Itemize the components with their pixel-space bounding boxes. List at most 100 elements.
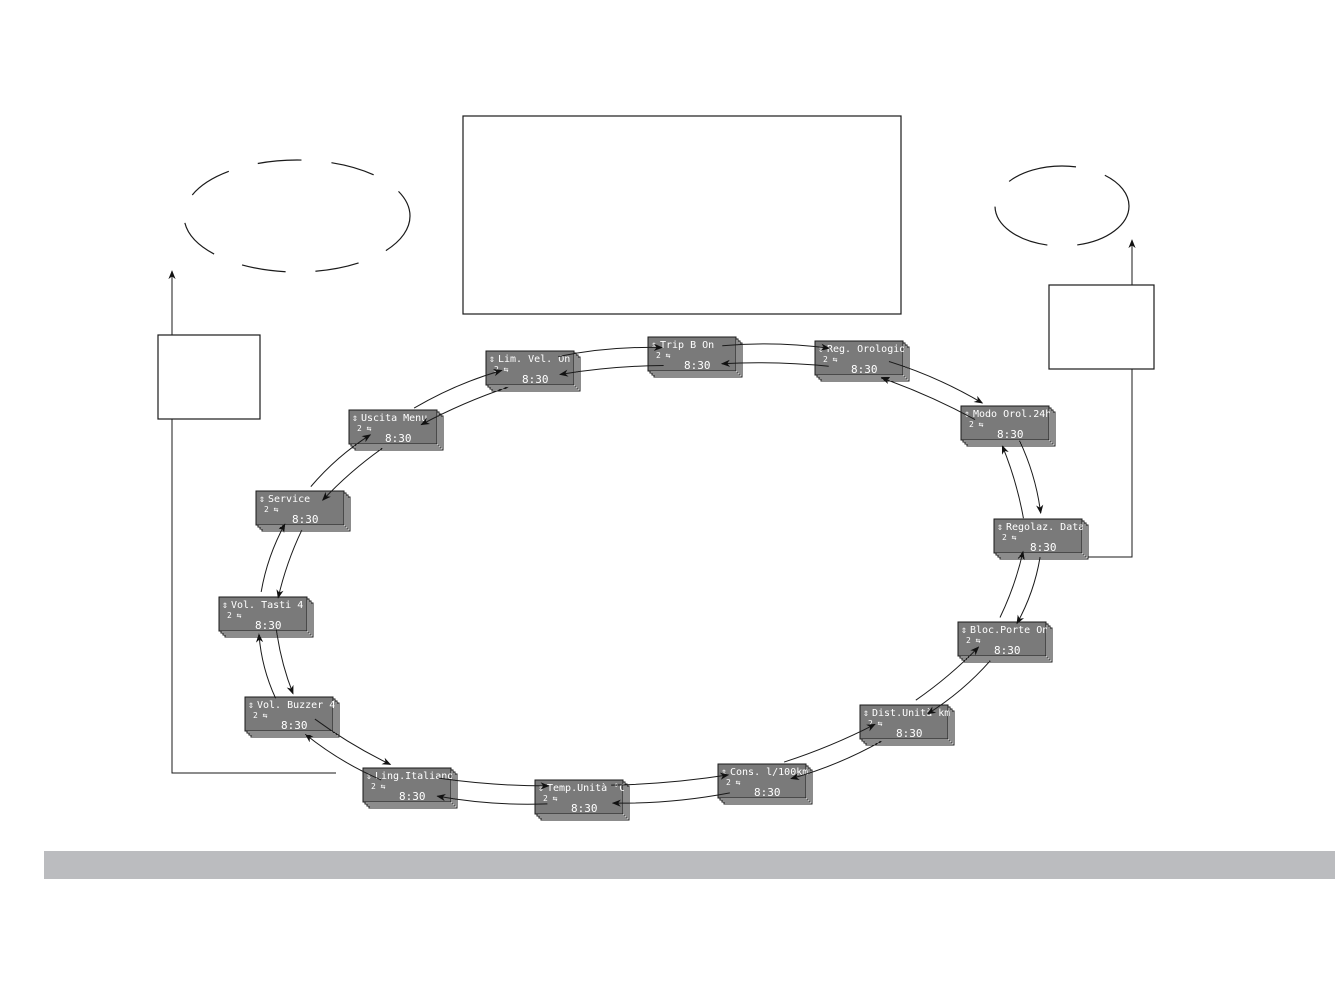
arrow-back [276, 529, 303, 599]
screen-time: 8:30 [1030, 541, 1057, 554]
screen-time: 8:30 [385, 432, 412, 445]
screen-sub: 2 ⇆ [969, 420, 984, 429]
arrow-forward [436, 794, 548, 805]
screen-sub: 2 ⇆ [371, 782, 386, 791]
updown-arrow-icon: ⇕ [222, 600, 228, 611]
screen-sub: 2 ⇆ [1002, 533, 1017, 542]
screen-sub: 2 ⇆ [227, 611, 242, 620]
arrow-forward [260, 523, 286, 593]
navigation-arrows [255, 343, 1044, 807]
updown-arrow-icon: ⇕ [651, 340, 657, 351]
arrow-forward [310, 434, 372, 487]
footer-bar [44, 851, 1335, 879]
screen-time: 8:30 [571, 802, 598, 815]
screen-time: 8:30 [255, 619, 282, 632]
updown-arrow-icon: ⇕ [352, 413, 358, 424]
arrow-back [783, 723, 876, 763]
right-broken-ellipse [994, 165, 1130, 247]
arrow-forward [926, 660, 991, 715]
updown-arrow-icon: ⇕ [961, 625, 967, 636]
screen-time: 8:30 [896, 727, 923, 740]
screen-sub: 2 ⇆ [726, 778, 741, 787]
arrow-back [322, 447, 383, 501]
arrow-back [314, 718, 392, 765]
screen-time: 8:30 [292, 513, 319, 526]
arrow-back [1001, 445, 1024, 519]
arrow-forward [722, 343, 831, 351]
arrow-back [420, 386, 510, 426]
arrow-forward [304, 733, 382, 781]
screen-sub: 2 ⇆ [357, 424, 372, 433]
screen-sub: 2 ⇆ [543, 794, 558, 803]
screen-title: Service [268, 494, 310, 505]
screen-time: 8:30 [997, 428, 1024, 441]
screen-time: 8:30 [522, 373, 549, 386]
central-text-box [462, 115, 902, 315]
right-wire-down [1084, 369, 1133, 558]
screen-title: Modo Orol.24h [973, 409, 1051, 420]
screen-title: Cons. l/100km [730, 767, 808, 778]
arrow-back [611, 772, 730, 786]
screen-title: Bloc.Porte On [970, 625, 1048, 636]
updown-arrow-icon: ⇕ [721, 767, 727, 778]
updown-arrow-icon: ⇕ [538, 783, 544, 794]
screen-sub: 2 ⇆ [868, 719, 883, 728]
arrow-forward [1016, 557, 1041, 625]
left-wire-down [171, 419, 336, 774]
screen-sub: 2 ⇆ [823, 355, 838, 364]
lcd-screen: ⇕Vol. Buzzer 42 ⇆8:30 [244, 696, 340, 738]
screen-title: Trip B On [660, 340, 714, 351]
arrow-forward [888, 361, 984, 404]
right-side-box [1048, 284, 1155, 370]
updown-arrow-icon: ⇕ [489, 354, 495, 365]
arrow-forward [558, 343, 663, 358]
left-dashed-ellipse [183, 159, 411, 273]
arrow-back [880, 377, 976, 420]
arrow-back [559, 364, 664, 377]
screen-title: Uscita Menu [361, 413, 427, 424]
screen-sub: 2 ⇆ [966, 636, 981, 645]
arrow-forward [790, 740, 883, 780]
arrow-forward [255, 633, 277, 699]
lcd-screen: ⇕Bloc.Porte On2 ⇆ 8:30 [957, 621, 1053, 663]
left-side-box [157, 334, 261, 420]
updown-arrow-icon: ⇕ [259, 494, 265, 505]
screen-time: 8:30 [684, 359, 711, 372]
arrow-back [915, 646, 980, 701]
screen-title: Dist.Unità km [872, 707, 950, 719]
lcd-screen: ⇕Temp.Unità °C2 ⇆8:30 [534, 779, 630, 821]
arrow-forward [413, 369, 503, 409]
screen-title: Vol. Tasti 4 [231, 600, 303, 611]
screen-sub: 2 ⇆ [656, 351, 671, 360]
lcd-screen: ⇕Vol. Tasti 42 ⇆ 8:30 [218, 596, 314, 638]
screen-time: 8:30 [851, 363, 878, 376]
lcd-screen: ⇕Trip B On2 ⇆ 8:30 [647, 336, 743, 378]
arrow-forward [611, 792, 730, 807]
screen-time: 8:30 [281, 719, 308, 732]
updown-arrow-icon: ⇕ [818, 344, 824, 355]
updown-arrow-icon: ⇕ [248, 700, 254, 711]
lcd-screen: ⇕Dist.Unità km2 ⇆8:30 [859, 704, 955, 746]
updown-arrow-icon: ⇕ [366, 771, 372, 782]
screen-title: Ling.Italiano [375, 771, 453, 782]
screen-title: Lim. Vel. On [498, 354, 570, 365]
screen-time: 8:30 [754, 786, 781, 799]
arrow-back [999, 550, 1025, 618]
screen-sub: 2 ⇆ [253, 711, 268, 720]
arrow-back [275, 629, 294, 695]
arrow-forward [1019, 440, 1044, 515]
screen-title: Regolaz. Data [1006, 522, 1084, 533]
screen-title: Reg. Orologio [827, 344, 905, 355]
screen-time: 8:30 [399, 790, 426, 803]
screen-time: 8:30 [994, 644, 1021, 657]
arrow-back [438, 777, 550, 790]
